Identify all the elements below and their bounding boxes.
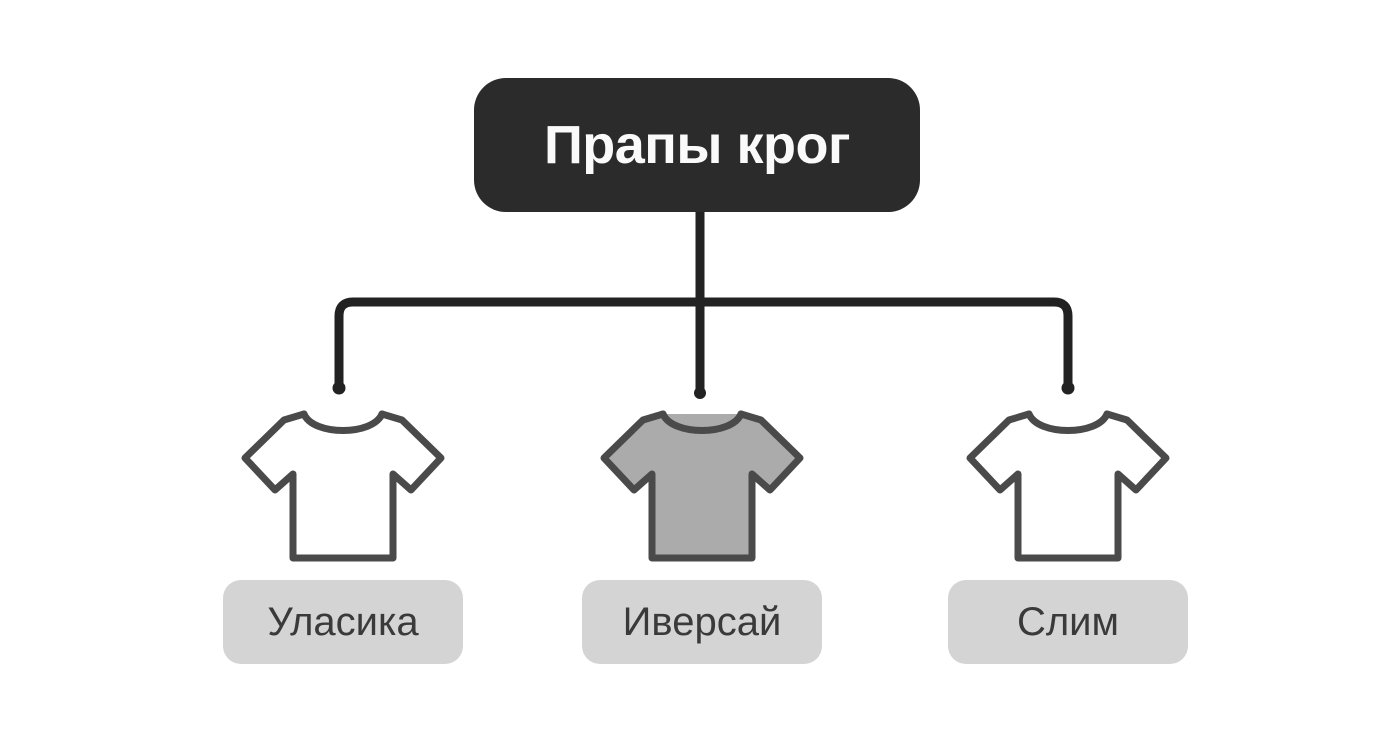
child-node-2[interactable]: Слим bbox=[928, 400, 1208, 664]
child-label-chip-0[interactable]: Уласика bbox=[223, 580, 463, 664]
child-label-1: Иверсай bbox=[622, 600, 782, 644]
tshirt-icon bbox=[241, 410, 445, 562]
connector-dot-left bbox=[332, 381, 346, 395]
child-label-chip-2[interactable]: Слим bbox=[948, 580, 1188, 664]
connector-dot-center bbox=[694, 387, 706, 399]
root-node-label: Прапы крог bbox=[543, 115, 851, 175]
connector-bus-right bbox=[695, 297, 1073, 391]
connector-dot-right bbox=[1061, 381, 1075, 395]
connector-bus-left bbox=[334, 297, 705, 391]
tshirt-icon bbox=[600, 410, 804, 562]
root-node[interactable]: Прапы крог bbox=[474, 78, 920, 212]
child-label-chip-1[interactable]: Иверсай bbox=[582, 580, 822, 664]
child-label-2: Слим bbox=[1016, 600, 1120, 644]
tshirt-icon bbox=[966, 410, 1170, 562]
child-node-1[interactable]: Иверсай bbox=[562, 400, 842, 664]
child-label-0: Уласика bbox=[267, 600, 419, 644]
child-node-0[interactable]: Уласика bbox=[203, 400, 483, 664]
